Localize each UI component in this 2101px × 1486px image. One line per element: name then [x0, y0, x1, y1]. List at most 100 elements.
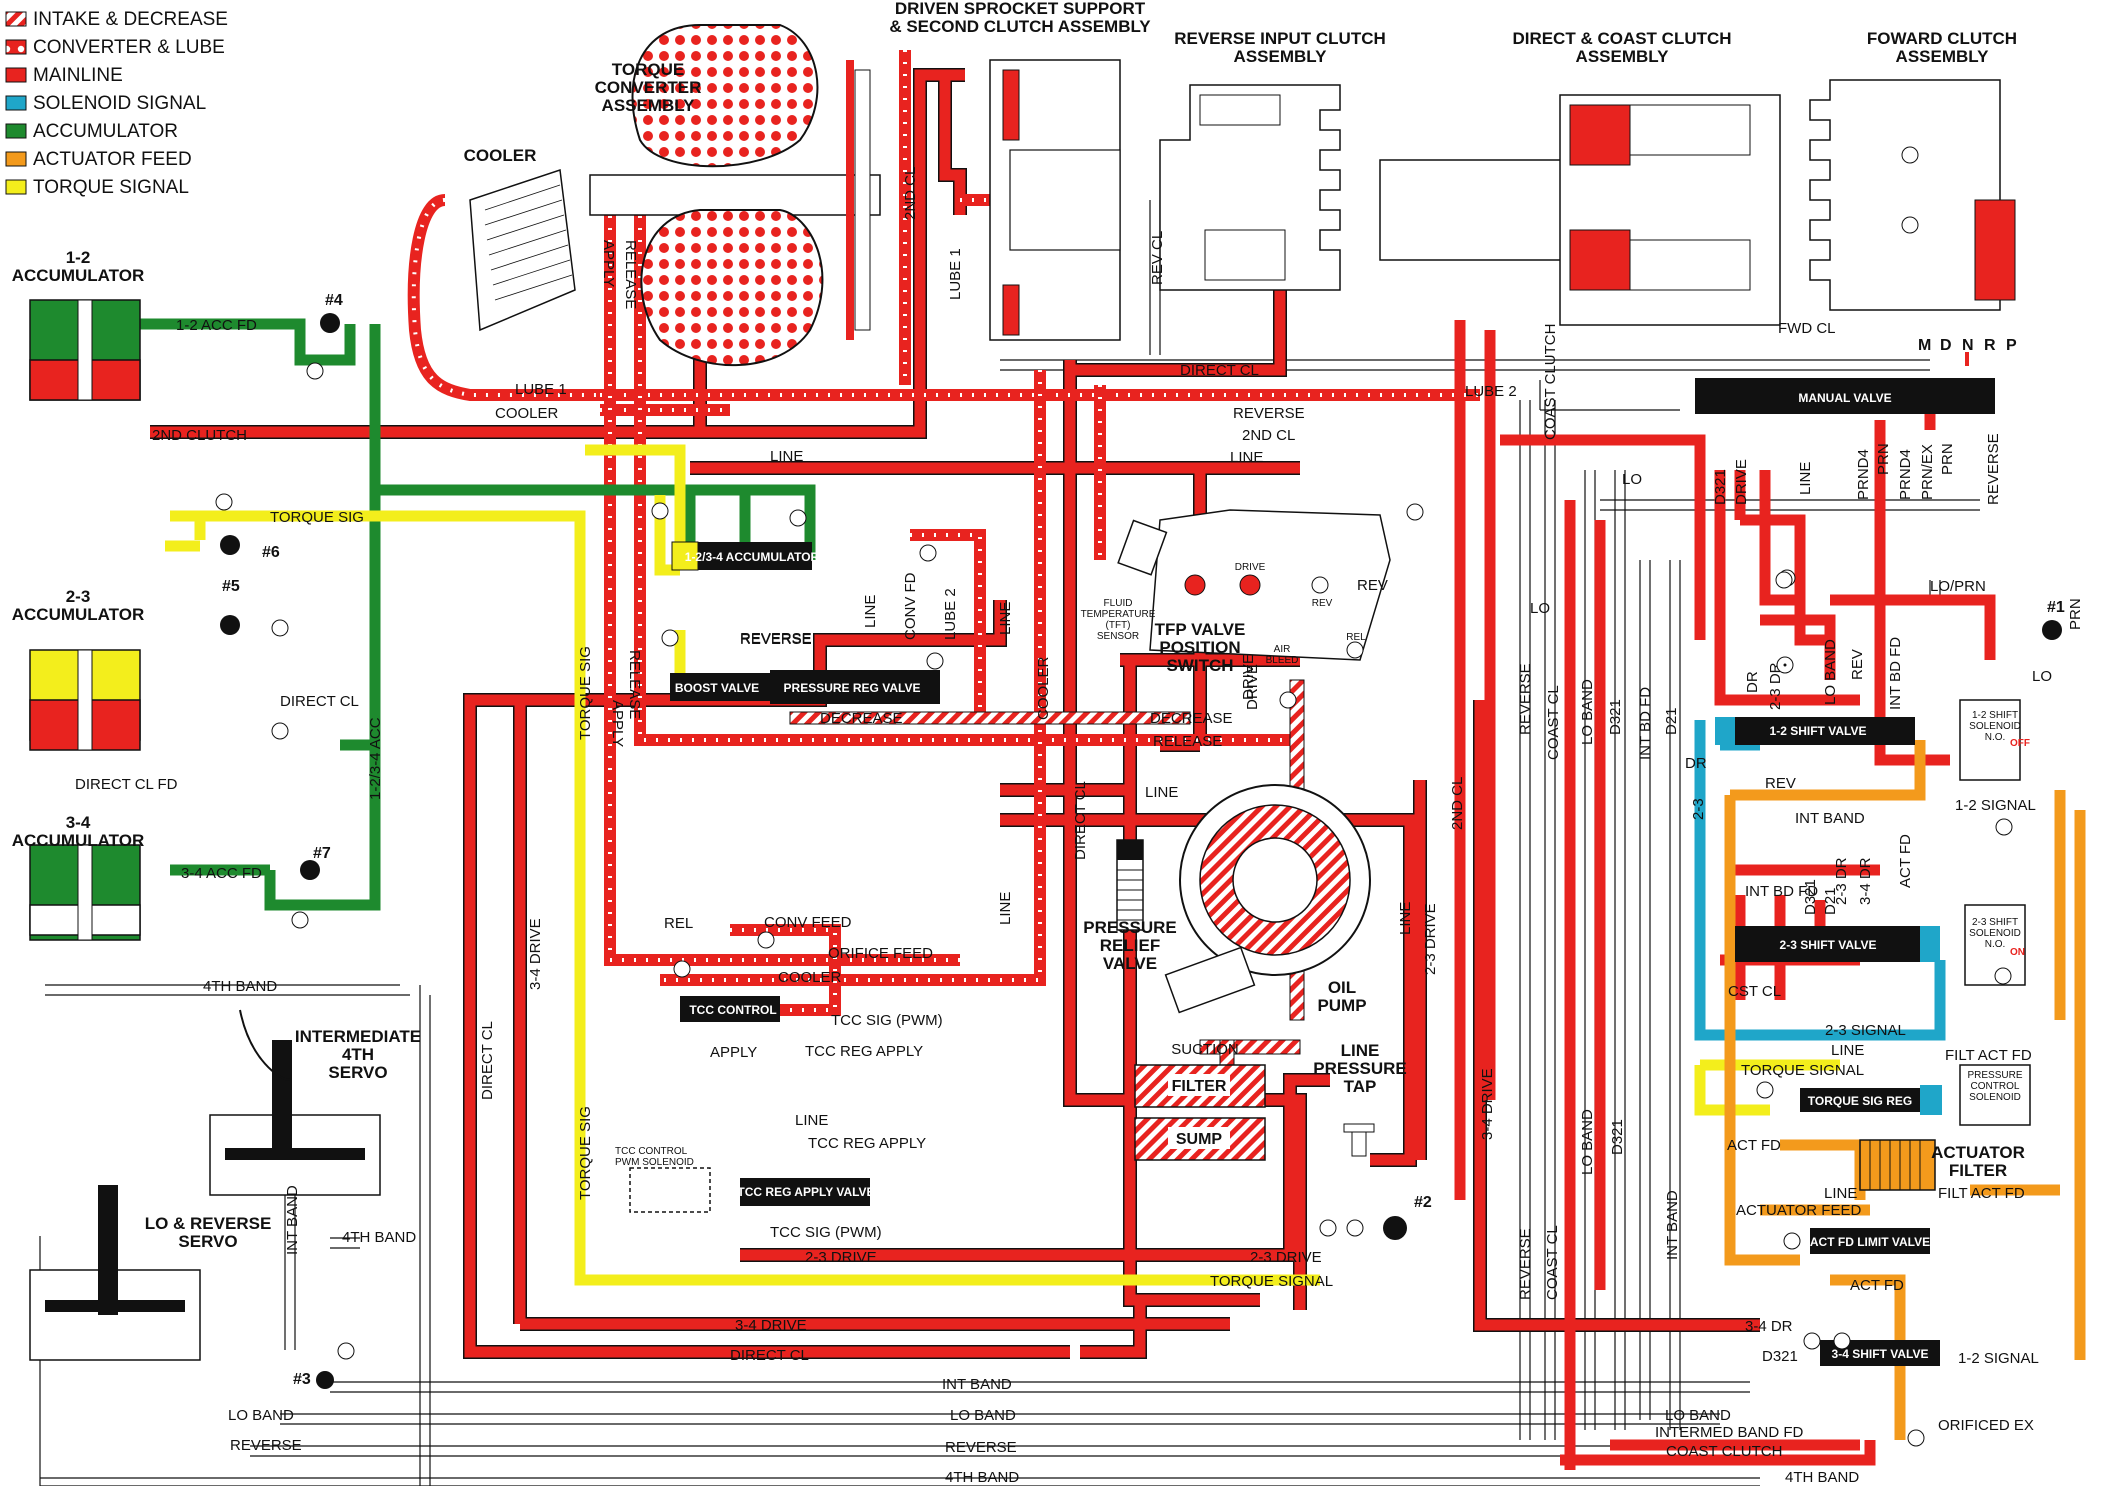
svg-text:REVERSE: REVERSE: [1517, 1228, 1534, 1300]
svg-text:RELEASE: RELEASE: [622, 240, 639, 309]
svg-text:DIRECT CL: DIRECT CL: [1180, 362, 1259, 379]
svg-text:CST CL: CST CL: [1728, 983, 1781, 1000]
checkball-5: #5: [220, 578, 240, 635]
svg-text:DIRECT CL FD: DIRECT CL FD: [75, 776, 178, 793]
gear-indicator: [1965, 352, 1969, 366]
svg-text:INT BD FD: INT BD FD: [1637, 687, 1654, 760]
svg-text:LO BAND: LO BAND: [1822, 639, 1839, 705]
svg-text:TORQUE SIG: TORQUE SIG: [577, 646, 594, 740]
cooler: COOLER: [464, 146, 576, 332]
svg-text:INT BD FD: INT BD FD: [1887, 637, 1904, 710]
svg-text:LINE: LINE: [1397, 902, 1414, 935]
svg-text:PRN/EX: PRN/EX: [1919, 444, 1936, 500]
svg-text:ACCUMULATOR: ACCUMULATOR: [33, 121, 178, 142]
svg-text:PRESSURE REG VALVE: PRESSURE REG VALVE: [784, 681, 921, 695]
svg-text:LUBE 2: LUBE 2: [1465, 383, 1517, 400]
svg-text:COOLER: COOLER: [778, 969, 842, 986]
svg-text:DECREASE: DECREASE: [820, 710, 903, 727]
svg-text:REV: REV: [1765, 775, 1796, 792]
svg-text:D321: D321: [1762, 1348, 1798, 1365]
svg-text:D21: D21: [1663, 707, 1680, 735]
legend-item-torque: TORQUE SIGNAL: [5, 177, 189, 198]
filter-label: FILTER: [1172, 1078, 1227, 1095]
converter-lube-passages: [407, 50, 1480, 1016]
svg-text:3-4 ACC FD: 3-4 ACC FD: [181, 865, 262, 882]
tcc-control-valve: TCC CONTROL: [680, 996, 780, 1022]
svg-text:4TH BAND: 4TH BAND: [945, 1469, 1019, 1486]
checkball-7: #7: [300, 845, 331, 880]
checkball-6: #6: [220, 535, 280, 561]
svg-text:ACT FD: ACT FD: [1897, 834, 1914, 888]
svg-text:PRN: PRN: [1939, 443, 1956, 475]
svg-text:TCC REG APPLY: TCC REG APPLY: [805, 1043, 923, 1060]
svg-text:ACTUATOR FEED: ACTUATOR FEED: [1736, 1202, 1861, 1219]
svg-text:TORQUE SIG: TORQUE SIG: [270, 509, 364, 526]
svg-text:2ND CLUTCH: 2ND CLUTCH: [152, 427, 247, 444]
legend: INTAKE & DECREASE CONVERTER & LUBE MAINL…: [5, 9, 228, 198]
svg-text:ORIFICED EX: ORIFICED EX: [1938, 1417, 2034, 1434]
svg-text:2-3: 2-3: [1690, 798, 1707, 820]
svg-text:LINE: LINE: [770, 448, 803, 465]
svg-text:1-2/3-4 ACC: 1-2/3-4 ACC: [367, 717, 384, 800]
act-fd-limit-valve: ACT FD LIMIT VALVE: [1810, 1228, 1930, 1254]
svg-text:LO: LO: [2032, 668, 2052, 685]
svg-text:#3: #3: [293, 1371, 311, 1388]
gear-letter-d: D: [1940, 337, 1952, 354]
sol12-state: OFF: [2010, 738, 2030, 749]
gear-letter-m: M: [1918, 337, 1931, 354]
legend-item-actuator: ACTUATOR FEED: [5, 149, 192, 170]
svg-text:BOOST VALVE: BOOST VALVE: [675, 681, 759, 695]
svg-text:DRIVE: DRIVE: [1244, 664, 1261, 710]
svg-text:3-4 DRIVE: 3-4 DRIVE: [735, 1317, 807, 1334]
svg-text:CONVERTER & LUBE: CONVERTER & LUBE: [33, 37, 225, 58]
cooler-title: COOLER: [464, 146, 537, 165]
svg-text:COOLER: COOLER: [495, 405, 559, 422]
svg-text:LO: LO: [1530, 600, 1550, 617]
svg-text:MANUAL VALVE: MANUAL VALVE: [1798, 391, 1891, 405]
svg-text:CONV FEED: CONV FEED: [764, 914, 852, 931]
svg-text:LINE: LINE: [1824, 1185, 1857, 1202]
svg-text:REV: REV: [1357, 577, 1388, 594]
svg-text:LO BAND: LO BAND: [1579, 1109, 1596, 1175]
svg-text:ORIFICE FEED: ORIFICE FEED: [828, 945, 933, 962]
driven-sprocket-assembly: DRIVEN SPROCKET SUPPORT& SECOND CLUTCH A…: [889, 0, 1151, 341]
svg-text:REV: REV: [1312, 598, 1333, 609]
svg-text:3-4 SHIFT VALVE: 3-4 SHIFT VALVE: [1832, 1347, 1929, 1361]
svg-text:REV: REV: [1849, 649, 1866, 680]
legend-item-converter: CONVERTER & LUBE: [5, 37, 225, 58]
svg-text:REVERSE: REVERSE: [1517, 663, 1534, 735]
svg-text:LO: LO: [1622, 471, 1642, 488]
svg-text:3-4 DR: 3-4 DR: [1745, 1318, 1793, 1335]
svg-text:PRN: PRN: [1875, 443, 1892, 475]
svg-text:2ND CL: 2ND CL: [1449, 777, 1466, 830]
svg-text:INTAKE & DECREASE: INTAKE & DECREASE: [33, 9, 228, 30]
svg-text:1-2 ACC FD: 1-2 ACC FD: [176, 317, 257, 334]
svg-text:LO BAND: LO BAND: [950, 1407, 1016, 1424]
svg-text:DRIVE: DRIVE: [1733, 459, 1750, 505]
svg-text:DIRECT CL: DIRECT CL: [1072, 781, 1089, 860]
svg-text:2-3 SHIFT VALVE: 2-3 SHIFT VALVE: [1780, 938, 1877, 952]
driven-sprocket-title: DRIVEN SPROCKET SUPPORT& SECOND CLUTCH A…: [889, 0, 1151, 36]
svg-text:LO BAND: LO BAND: [1579, 679, 1596, 745]
svg-text:TCC CONTROL: TCC CONTROL: [689, 1003, 776, 1017]
svg-text:LUBE 1: LUBE 1: [515, 381, 567, 398]
legend-item-solenoid: SOLENOID SIGNAL: [5, 93, 206, 114]
svg-text:COAST CL: COAST CL: [1544, 1225, 1561, 1300]
